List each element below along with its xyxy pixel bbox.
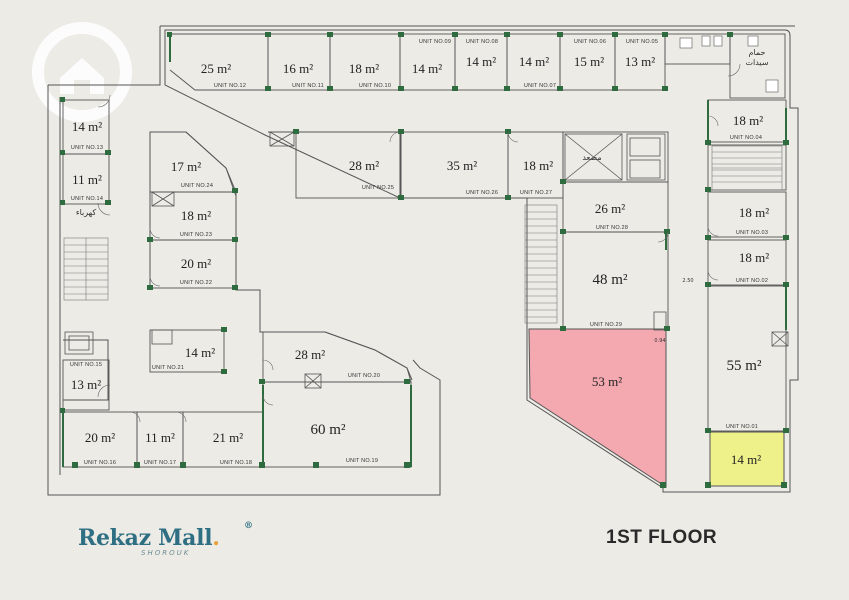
unit-10-area: 18 m² (349, 61, 379, 76)
highlight-unit-53 (528, 328, 667, 488)
unit-2-label: UNIT NO.02 (736, 278, 768, 284)
unit-4-label: UNIT NO.04 (730, 135, 762, 141)
unit-25-label: UNIT NO.25 (362, 185, 394, 191)
unit-29-label: UNIT NO.29 (590, 322, 622, 328)
unit-4-area: 18 m² (733, 113, 763, 128)
unit-8-label: UNIT NO.08 (466, 39, 498, 45)
brand-dot: . (212, 525, 220, 551)
unit-6-area: 15 m² (574, 54, 604, 69)
unit-12-label: UNIT NO.12 (214, 83, 246, 89)
unit-5-area: 13 m² (625, 54, 655, 69)
brand-name-text: Rekaz Mall (78, 525, 213, 551)
unit-18-area: 21 m² (213, 430, 243, 445)
brand-subtitle: SHOROUK (141, 549, 191, 557)
unit-18-label: UNIT NO.18 (220, 460, 252, 466)
unit-3-area: 18 m² (739, 205, 769, 220)
unit-24-area: 17 m² (171, 159, 201, 174)
unit-21-label: UNIT NO.21 (152, 365, 184, 371)
unit-24-label: UNIT NO.24 (181, 183, 213, 189)
unit-1-label: UNIT NO.01 (726, 424, 758, 430)
unit-14-label: UNIT NO.14 (71, 196, 103, 202)
unit-10-label: UNIT NO.10 (359, 83, 391, 89)
unit-19-area: 60 m² (311, 422, 346, 438)
unit-17-area: 11 m² (145, 430, 175, 445)
unit-16-area: 20 m² (85, 430, 115, 445)
unit-23-area: 18 m² (181, 208, 211, 223)
unit-22-area: 20 m² (181, 256, 211, 271)
unit-17-label: UNIT NO.17 (144, 460, 176, 466)
unit-21-area: 14 m² (185, 345, 215, 360)
unit-22-label: UNIT NO.22 (180, 280, 212, 286)
unit-9-label: UNIT NO.09 (419, 39, 451, 45)
unit-20-area: 28 m² (295, 347, 325, 362)
unit-9-area: 14 m² (412, 61, 442, 76)
unit-11-area: 16 m² (283, 61, 313, 76)
wc-ladies-label: سيدات (745, 58, 768, 67)
yellow-unit-area: 14 m² (731, 452, 761, 467)
unit-7-label: UNIT NO.07 (524, 83, 556, 89)
unit-1-area: 55 m² (727, 358, 762, 374)
unit-25-area: 28 m² (349, 158, 379, 173)
unit-3-label: UNIT NO.03 (736, 230, 768, 236)
unit-26-label: UNIT NO.26 (466, 190, 498, 196)
electric-room-label: كهرباء (76, 208, 97, 217)
floor-title: 1ST FLOOR (606, 527, 718, 548)
unit-5-label: UNIT NO.05 (626, 39, 658, 45)
unit-8-area: 14 m² (466, 54, 496, 69)
unit-12-area: 25 m² (201, 61, 231, 76)
unit-20-label: UNIT NO.20 (348, 373, 380, 379)
unit-26-area: 35 m² (447, 158, 477, 173)
brand-logo: Rekaz Mall. ® SHOROUK (78, 521, 278, 557)
unit-14-area: 11 m² (72, 172, 102, 187)
unit-7-area: 14 m² (519, 54, 549, 69)
unit-23-label: UNIT NO.23 (180, 232, 212, 238)
unit-6-label: UNIT NO.06 (574, 39, 606, 45)
unit-29-area: 48 m² (593, 272, 628, 288)
unit-13-label: UNIT NO.13 (71, 145, 103, 151)
unit-27-label: UNIT NO.27 (520, 190, 552, 196)
unit-15-label: UNIT NO.15 (70, 362, 102, 368)
unit-11-label: UNIT NO.11 (292, 83, 324, 89)
wc-label: حمام (749, 48, 766, 57)
unit-16-label: UNIT NO.16 (84, 460, 116, 466)
highlight-unit-14 (709, 431, 785, 487)
dimension-label-2: 0.94 (654, 338, 665, 344)
elevator-label: مصعد (582, 153, 601, 162)
unit-28-area: 26 m² (595, 201, 625, 216)
dimension-label-1: 2.50 (682, 278, 693, 284)
unit-28-label: UNIT NO.28 (596, 225, 628, 231)
unit-15-area: 13 m² (71, 377, 101, 392)
unit-27-area: 18 m² (523, 158, 553, 173)
pink-unit-area: 53 m² (592, 374, 622, 389)
registered-mark: ® (244, 521, 253, 531)
unit-2-area: 18 m² (739, 250, 769, 265)
unit-13-area: 14 m² (72, 119, 102, 134)
unit-19-label: UNIT NO.19 (346, 458, 378, 464)
